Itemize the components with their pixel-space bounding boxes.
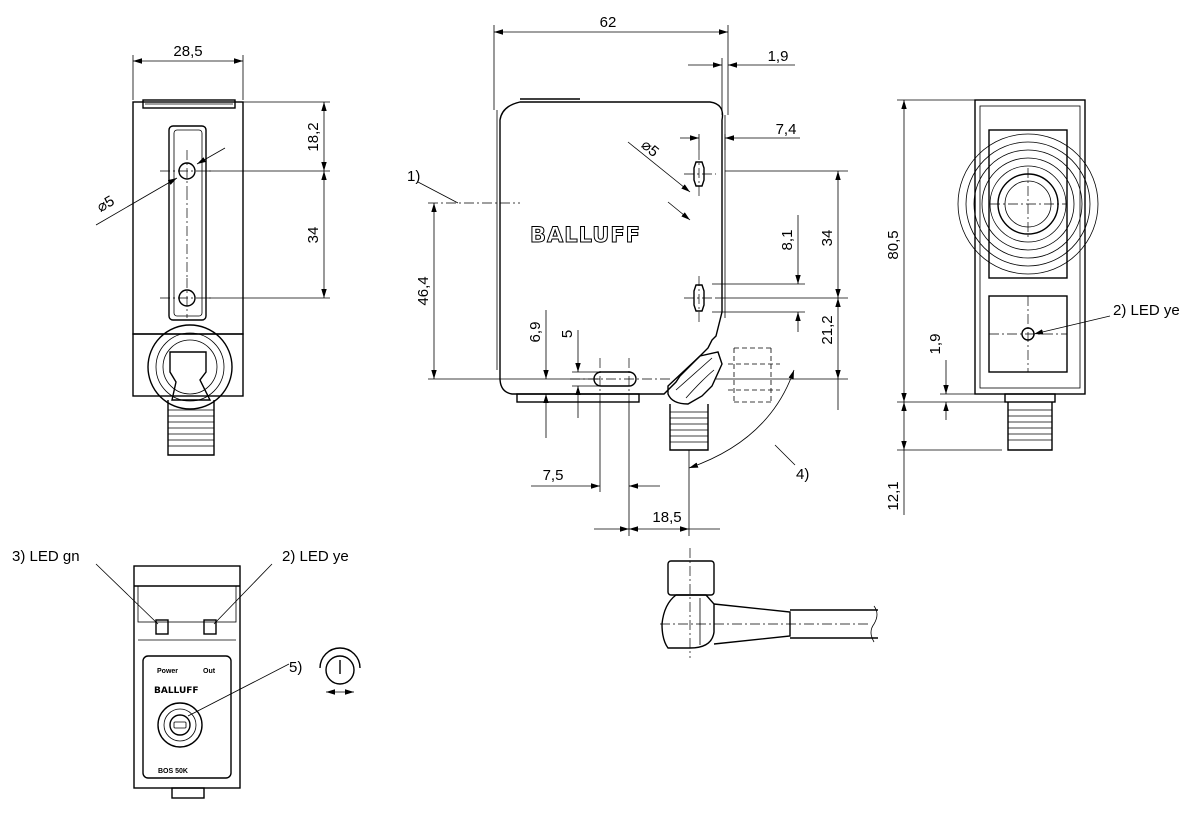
side-connector-dx-label: 18,5 xyxy=(652,509,681,526)
angled-connector-view xyxy=(660,548,878,658)
panel-power-label: Power xyxy=(157,668,178,675)
callout-led-gn: 3) LED gn xyxy=(12,548,80,565)
rear-connector-length-label: 12,1 xyxy=(885,481,902,510)
panel-view xyxy=(95,563,361,799)
side-axis-height-label: 46,4 xyxy=(415,276,432,305)
side-slot-length-label: 8,1 xyxy=(779,230,796,251)
side-base-offset-label: 6,9 xyxy=(527,322,544,343)
side-brand-logo: BALLUFF xyxy=(530,223,641,247)
rear-led-offset-label: 1,9 xyxy=(927,334,944,355)
side-hole-pitch-label: 34 xyxy=(819,230,836,247)
rear-height-label: 80,5 xyxy=(885,230,902,259)
side-rear-offset-label: 1,9 xyxy=(768,48,789,65)
side-view: BALLUFF xyxy=(417,25,848,536)
side-connector-thread xyxy=(670,411,708,443)
callout-led-ye-top: 2) LED ye xyxy=(282,548,349,565)
side-length-label: 62 xyxy=(600,14,617,31)
callout-led-ye-side: 2) LED ye xyxy=(1113,302,1180,319)
front-width-label: 28,5 xyxy=(173,43,202,60)
side-hole-edge-label: 7,4 xyxy=(776,121,797,138)
callout-potentiometer: 5) xyxy=(289,659,302,676)
rear-connector-thread xyxy=(1008,409,1052,441)
side-lower-height-label: 21,2 xyxy=(819,315,836,344)
side-slot-width-label: 5 xyxy=(559,330,576,338)
rear-view xyxy=(897,99,1111,515)
callout-rotation: 4) xyxy=(796,466,809,483)
panel-out-label: Out xyxy=(203,668,216,675)
callout-optical-axis: 1) xyxy=(407,168,420,185)
front-hole-offset-label: 18,2 xyxy=(305,122,322,151)
front-view xyxy=(95,55,330,456)
side-slot-dx-label: 7,5 xyxy=(543,467,564,484)
front-hole-diameter-label: ⌀5 xyxy=(94,192,118,215)
connector-thread xyxy=(168,409,214,447)
front-hole-pitch-label: 34 xyxy=(305,227,322,244)
side-hole-diameter-label: ⌀5 xyxy=(638,136,662,160)
panel-brand-logo: BALLUFF xyxy=(154,686,199,696)
panel-model-label: BOS 50K xyxy=(158,768,188,775)
